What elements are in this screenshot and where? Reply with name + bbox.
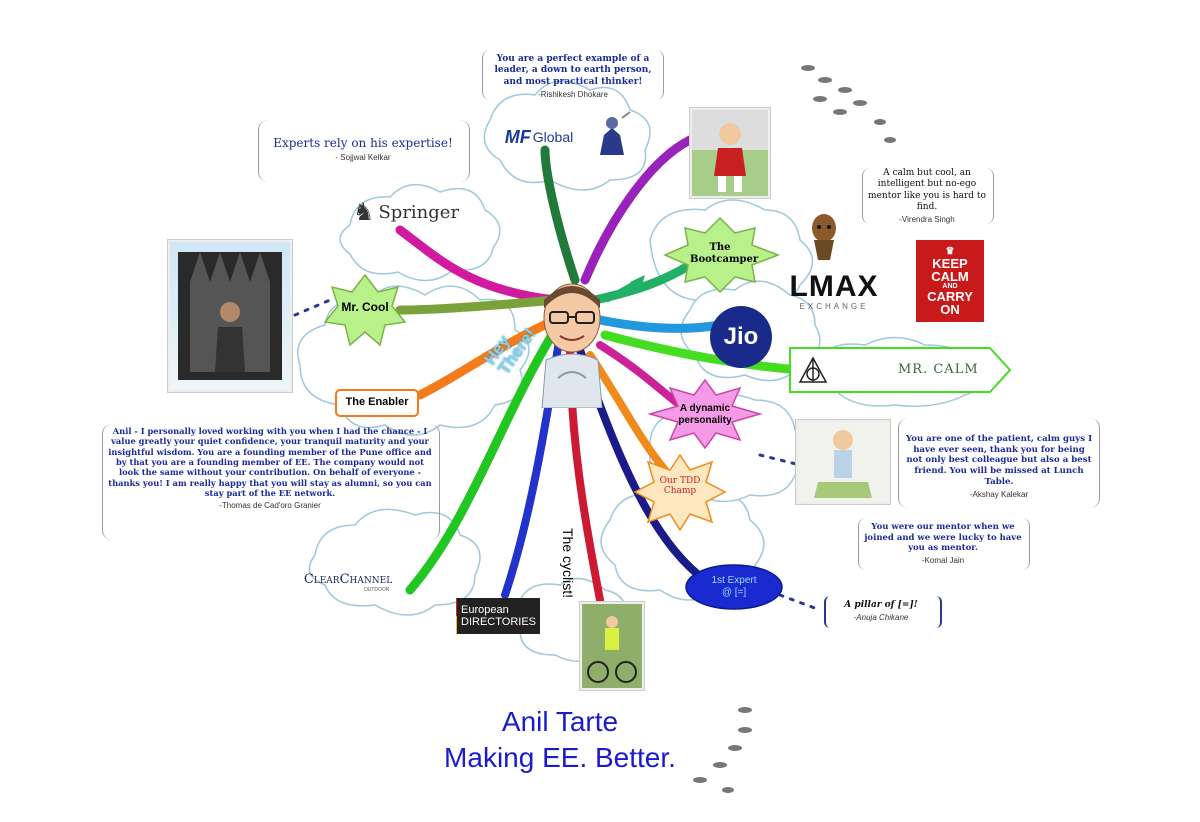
- keep-calm-line-2: CALM: [931, 268, 969, 284]
- virendra-quote: A calm but cool, an intelligent but no-e…: [866, 168, 988, 225]
- sojjwal-quote: Experts rely on his expertise! - Sojjwal…: [262, 136, 464, 163]
- footprints-decoration: [693, 65, 896, 793]
- exchange-text: EXCHANGE: [799, 301, 869, 311]
- mr-calm-label: MR. CALM: [898, 362, 979, 377]
- cyclist-photo: [580, 602, 644, 690]
- expert-oval: [685, 564, 783, 610]
- thomas-quote: Anil - I personally loved working with y…: [106, 426, 434, 511]
- virendra-quote-author: -Virendra Singh: [899, 215, 955, 224]
- virendra-quote-box: [862, 168, 994, 224]
- keep-calm-line-3: AND: [942, 282, 958, 290]
- clearchannel-sub-text: OUTDOOR: [363, 586, 390, 593]
- directories-text: DIRECTORIES: [461, 616, 536, 628]
- sitting-caricature-photo: [796, 420, 890, 504]
- rishikesh-quote-author: -Rishikesh Dhokare: [538, 89, 608, 99]
- mr-calm-arrow-box: [789, 347, 1012, 393]
- anuja-quote-author: -Anuja Chikane: [853, 613, 909, 623]
- clearchannel-text: ClearChannel: [303, 571, 393, 587]
- deathly-hallows-icon: [798, 356, 828, 384]
- throne-photo: [168, 240, 292, 392]
- thomas-quote-box: [102, 424, 440, 540]
- enabler-label: The Enabler: [345, 396, 409, 408]
- expert-line-2: @ [=]: [721, 587, 747, 598]
- groot-figure-icon: [800, 210, 848, 262]
- lmax-logo: LMAX EXCHANGE: [778, 268, 890, 314]
- virendra-quote-text: A calm but cool, an intelligent but no-e…: [868, 168, 986, 212]
- komal-quote: You were our mentor when we joined and w…: [864, 522, 1022, 566]
- global-text: Global: [532, 129, 574, 145]
- cyclist-label: The cyclist!: [560, 527, 576, 598]
- thomas-quote-text: Anil - I personally loved working with y…: [108, 426, 432, 499]
- sojjwal-quote-box: [258, 120, 470, 182]
- komal-quote-box: [858, 518, 1030, 570]
- anuja-quote-text: A pillar of [=]!: [844, 600, 918, 610]
- akshay-quote-box: [898, 418, 1100, 508]
- bootcamper-arrow: [604, 279, 640, 303]
- enabler-box: [335, 389, 419, 417]
- bootcamper-star: [663, 216, 781, 294]
- akshay-quote-text: You are one of the patient, calm guys I …: [905, 434, 1093, 487]
- chess-knight-icon: ♞: [352, 198, 375, 226]
- rishikesh-quote-text: You are a perfect example of a leader, a…: [494, 54, 652, 87]
- center-avatar: [528, 278, 616, 409]
- sojjwal-quote-text: Experts rely on his expertise!: [273, 136, 453, 150]
- mr-cool-star: [323, 273, 407, 347]
- keep-calm-poster: ♛ KEEP CALM AND CARRY ON: [916, 240, 984, 322]
- mf-text: MF: [504, 126, 531, 147]
- keep-calm-line-4: CARRY: [927, 288, 973, 304]
- lmax-text: LMAX: [789, 269, 879, 303]
- mf-global-logo: MF Global: [504, 120, 574, 154]
- anuja-quote: A pillar of [=]! -Anuja Chikane: [828, 600, 934, 623]
- branches: [395, 135, 805, 604]
- sojjwal-quote-author: - Sojjwal Kelkar: [335, 153, 391, 162]
- clearchannel-logo: ClearChannel OUTDOOR: [288, 560, 408, 604]
- jio-text: Jio: [723, 323, 759, 350]
- springer-logo: ♞ Springer: [352, 195, 460, 229]
- keep-calm-line-1: KEEP: [932, 255, 968, 271]
- akshay-quote: You are one of the patient, calm guys I …: [904, 434, 1094, 500]
- european-directories-logo: European DIRECTORIES: [456, 598, 540, 634]
- thomas-quote-author: -Thomas de Cad'oro Granier: [219, 500, 321, 510]
- caricature-illustration: [541, 283, 603, 409]
- dynamic-personality-label: A dynamic personality: [678, 403, 732, 426]
- bootcamper-label: The Bootcamper: [690, 242, 759, 265]
- komal-quote-text: You were our mentor when we joined and w…: [864, 522, 1022, 554]
- crown-icon: ♛: [945, 245, 955, 257]
- logo-color-bars: [456, 598, 458, 634]
- mr-cool-label: Mr. Cool: [341, 300, 389, 314]
- akshay-quote-author: -Akshay Kalekar: [969, 489, 1029, 499]
- expert-line-1: 1st Expert: [711, 575, 757, 586]
- footer-name: Anil Tarte: [501, 706, 619, 737]
- rishikesh-quote-box: [482, 50, 664, 100]
- rishikesh-quote: You are a perfect example of a leader, a…: [488, 54, 658, 100]
- footer-tagline: Making EE. Better.: [444, 742, 676, 773]
- knight-figure-icon: [592, 110, 632, 160]
- anuja-quote-box: [824, 596, 942, 628]
- football-caricature-photo: [690, 108, 770, 198]
- keep-calm-line-5: ON: [940, 301, 960, 317]
- springer-text: Springer: [378, 201, 460, 223]
- european-text: European: [461, 603, 509, 616]
- tdd-star: [633, 453, 727, 532]
- expert-label: 1st Expert @ [=]: [696, 575, 772, 599]
- komal-quote-author: -Komal Jain: [921, 555, 965, 565]
- jio-logo: Jio: [710, 306, 772, 368]
- dotted-connectors: [293, 298, 822, 612]
- dynamic-star: [647, 378, 763, 450]
- tdd-champ-label: Our TDD Champ: [659, 476, 701, 497]
